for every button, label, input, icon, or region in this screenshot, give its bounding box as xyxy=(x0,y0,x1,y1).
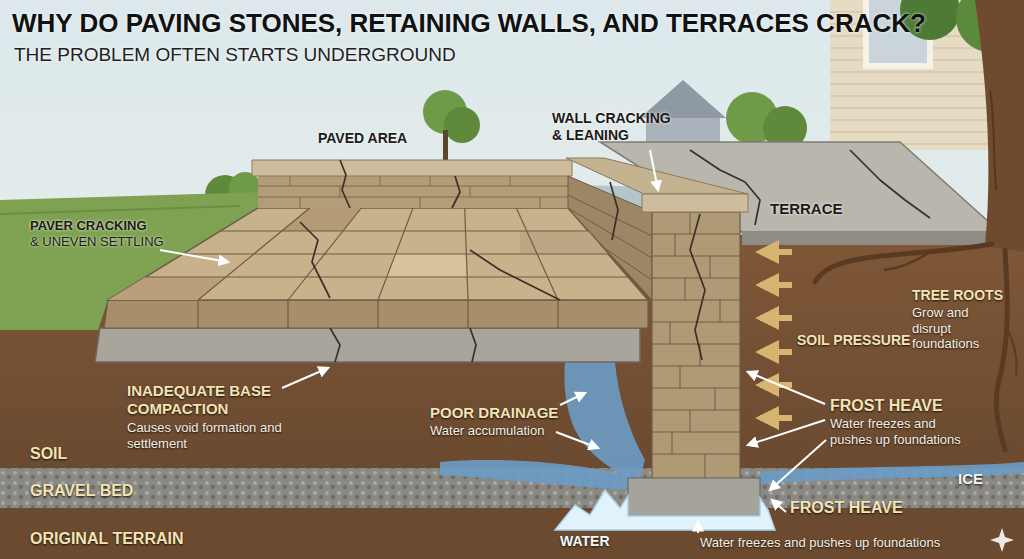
leader-arrows xyxy=(770,440,826,490)
background-trees xyxy=(444,107,480,143)
sparkle-mark xyxy=(990,528,1014,552)
cracks xyxy=(610,182,618,240)
paver-front-face xyxy=(104,300,648,328)
layer-label: SOIL xyxy=(30,444,67,463)
callout-heading: WALL CRACKING & LEANING xyxy=(552,110,678,144)
callout-body: Water accumulation xyxy=(430,423,544,439)
cracks xyxy=(850,150,930,218)
cracks xyxy=(690,214,705,360)
paving-stones xyxy=(387,254,467,277)
terrace-slab xyxy=(742,232,1000,245)
callout-body: Causes void formation and settlement xyxy=(127,420,297,451)
retaining-wall xyxy=(258,186,568,197)
paving-stones xyxy=(108,277,226,300)
paving-stones xyxy=(146,231,629,277)
wall-pillar xyxy=(642,194,748,212)
retaining-wall xyxy=(568,195,652,280)
leader-arrows xyxy=(160,150,826,533)
tree-roots xyxy=(885,252,930,270)
concrete-base-slab xyxy=(95,328,640,362)
soil-pressure-arrows xyxy=(760,415,792,421)
callout-heading: POOR DRAINAGE xyxy=(430,404,558,422)
cracks xyxy=(340,160,350,208)
cracks xyxy=(470,328,476,362)
wall-pillar xyxy=(652,212,740,480)
leader-arrows xyxy=(282,368,328,388)
leader-arrows xyxy=(748,420,825,445)
callout-heading: PAVER CRACKING xyxy=(30,218,147,234)
grass xyxy=(0,206,240,214)
wall-footing xyxy=(628,478,760,516)
paver-front-face xyxy=(198,300,558,328)
paver-front-face xyxy=(104,300,648,328)
retaining-wall xyxy=(252,160,572,176)
area-label: PAVED AREA xyxy=(318,130,407,147)
cracks xyxy=(300,222,330,298)
cracks xyxy=(300,150,930,362)
callout-heading: TREE ROOTS xyxy=(912,287,1003,304)
retaining-wall xyxy=(258,175,568,208)
title: WHY DO PAVING STONES, RETAINING WALLS, A… xyxy=(12,8,926,39)
leader-arrows xyxy=(772,500,786,512)
callout-heading: INADEQUATE BASE COMPACTION xyxy=(127,382,302,418)
cracks xyxy=(452,176,460,208)
ice xyxy=(555,490,775,530)
cracks xyxy=(690,150,760,225)
wall-footing xyxy=(628,478,760,516)
tree-roots xyxy=(996,250,1007,450)
leader-arrows xyxy=(748,372,825,404)
layer-label: GRAVEL BED xyxy=(30,481,133,500)
paving-stones xyxy=(198,208,558,300)
soil-pressure-arrows xyxy=(760,252,792,418)
leader-arrows xyxy=(160,250,228,262)
leader-arrows xyxy=(697,522,699,533)
concrete-base-slab xyxy=(95,328,640,362)
area-label: TERRACE xyxy=(770,200,843,218)
leader-arrows xyxy=(560,393,585,405)
callout-body: Grow and disrupt foundations xyxy=(912,305,1002,352)
ice xyxy=(555,490,775,530)
water xyxy=(440,460,628,490)
callout-heading: FROST HEAVE xyxy=(790,498,903,517)
paving-stones xyxy=(282,208,362,231)
paving-stones xyxy=(108,208,648,300)
retaining-wall xyxy=(568,176,652,300)
callout-body: Water freezes and pushes up foundations xyxy=(830,416,975,447)
soil-pressure-arrows xyxy=(760,315,792,321)
retaining-wall xyxy=(290,175,540,208)
tree xyxy=(990,90,996,190)
background-trees xyxy=(443,130,448,160)
layer-label: WATER xyxy=(560,533,610,550)
paving-stones xyxy=(108,208,648,300)
layer-label: ORIGINAL TERRAIN xyxy=(30,529,183,548)
water xyxy=(760,462,1024,484)
leader-arrows xyxy=(650,150,658,190)
cracks xyxy=(330,328,340,362)
wall-pillar xyxy=(642,194,748,480)
water xyxy=(564,362,645,478)
cracks xyxy=(470,250,560,300)
callout-heading: FROST HEAVE xyxy=(830,396,943,415)
wall-pillar xyxy=(670,212,720,480)
subtitle: THE PROBLEM OFTEN STARTS UNDERGROUND xyxy=(14,44,456,67)
soil-pressure-arrows xyxy=(760,349,792,355)
soil-pressure-arrows xyxy=(760,249,792,255)
callout-heading: SOIL PRESSURE xyxy=(797,332,910,349)
sparkle-mark xyxy=(990,528,1014,552)
tree-roots xyxy=(815,244,992,282)
tree-roots xyxy=(1008,330,1017,375)
tree xyxy=(975,0,1024,252)
leader-arrows xyxy=(556,432,598,448)
soil-pressure-arrows xyxy=(760,282,792,288)
callout-body: Water freezes and pushes up foundations xyxy=(700,535,940,551)
layer-label: ICE xyxy=(958,470,983,488)
callout-body: & UNEVEN SETTLING xyxy=(30,234,164,250)
